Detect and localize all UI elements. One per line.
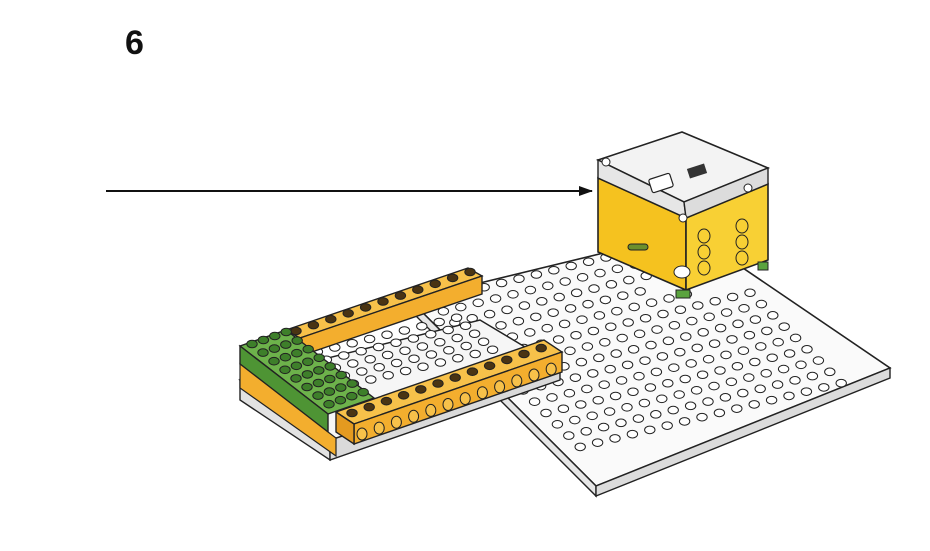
green-plate — [238, 327, 376, 458]
hub — [595, 131, 771, 299]
step-number: 6 — [125, 24, 144, 62]
orange-beam-back — [284, 267, 484, 357]
orange-beam-front — [334, 339, 564, 446]
